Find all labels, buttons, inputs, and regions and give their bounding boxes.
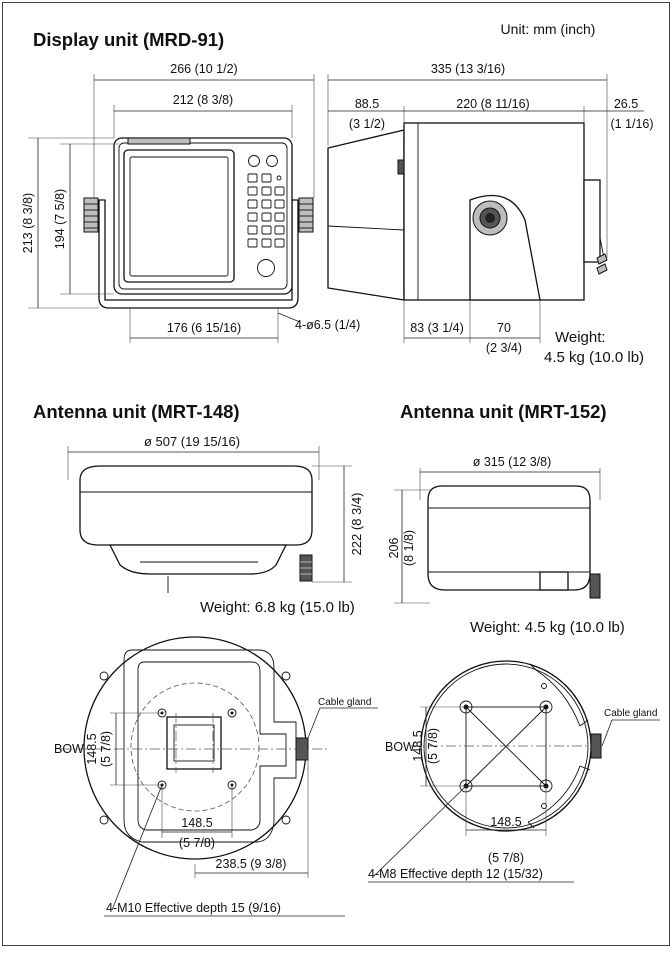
dim-height-outer: 213 (8 3/8) bbox=[21, 193, 35, 253]
antenna-148-bolt-spec: 4-M10 Effective depth 15 (9/16) bbox=[106, 901, 281, 915]
dim-bracket-b-b: (2 3/4) bbox=[486, 341, 522, 355]
antenna-152-bow: BOW bbox=[385, 740, 415, 754]
dim-holes: 4-ø6.5 (1/4) bbox=[295, 318, 360, 332]
antenna-148-height: 222 (8 3/4) bbox=[349, 493, 364, 556]
antenna-152-weight: Weight: 4.5 kg (10.0 lb) bbox=[470, 619, 625, 636]
dim-width-outer: 266 (10 1/2) bbox=[170, 62, 237, 76]
cable-gland-152 bbox=[589, 573, 601, 599]
antenna-152-height-b: (8 1/8) bbox=[402, 530, 416, 566]
antenna-148-h-dim-a: 148.5 bbox=[181, 816, 212, 830]
antenna-152-v-dim-a: 148.5 bbox=[411, 730, 425, 761]
antenna-152-h-dim-b: (5 7/8) bbox=[488, 851, 524, 865]
antenna-152-height-a: 206 bbox=[387, 538, 401, 559]
antenna-148-weight: Weight: 6.8 kg (15.0 lb) bbox=[200, 599, 355, 616]
display-front-view bbox=[28, 74, 315, 343]
antenna-152-bottom-view bbox=[368, 660, 660, 883]
antenna-152-diameter: ø 315 (12 3/8) bbox=[473, 455, 552, 469]
display-weight-label: Weight: bbox=[555, 329, 606, 346]
display-side-view bbox=[327, 74, 644, 343]
dim-base: 176 (6 15/16) bbox=[167, 321, 241, 335]
antenna-148-title: Antenna unit (MRT-148) bbox=[33, 401, 240, 422]
dim-depth-total: 335 (13 3/16) bbox=[431, 62, 505, 76]
antenna-148-v-dim-b: (5 7/8) bbox=[99, 731, 113, 767]
dim-front-b: (3 1/2) bbox=[349, 117, 385, 131]
antenna-148-bottom-view bbox=[60, 636, 378, 917]
right-knob bbox=[298, 197, 314, 233]
keypad bbox=[247, 155, 285, 277]
antenna-152-bolt-spec: 4-M8 Effective depth 12 (15/32) bbox=[368, 867, 543, 881]
side-hood bbox=[327, 129, 405, 301]
display-weight-value: 4.5 kg (10.0 lb) bbox=[544, 349, 644, 366]
display-screen bbox=[129, 156, 229, 277]
unit-note: Unit: mm (inch) bbox=[501, 21, 596, 37]
antenna-148-bow: BOW bbox=[54, 742, 84, 756]
antenna-152-v-dim-b: (5 7/8) bbox=[426, 728, 440, 764]
antenna-152-cable-gland: Cable gland bbox=[604, 708, 657, 719]
antenna-152-side-view bbox=[394, 468, 601, 604]
antenna-148-h-dim-b: (5 7/8) bbox=[179, 836, 215, 850]
antenna-152-title: Antenna unit (MRT-152) bbox=[400, 401, 607, 422]
left-knob bbox=[83, 197, 99, 233]
dim-bracket-b-a: 70 bbox=[497, 321, 511, 335]
dim-front-a: 88.5 bbox=[355, 97, 379, 111]
antenna-148-side-view bbox=[67, 446, 352, 593]
antenna-152-h-dim-a: 148.5 bbox=[490, 815, 521, 829]
antenna-148-offset: 238.5 (9 3/8) bbox=[216, 857, 287, 871]
radome bbox=[79, 465, 313, 546]
dim-height-inner: 194 (7 5/8) bbox=[53, 189, 67, 249]
antenna-148-v-dim-a: 148.5 bbox=[85, 733, 99, 764]
antenna-148-cable-gland: Cable gland bbox=[318, 697, 371, 708]
dim-rear-b: (1 1/16) bbox=[610, 117, 653, 131]
antenna-148-diameter: ø 507 (19 15/16) bbox=[144, 434, 240, 449]
dim-bracket-a: 83 (3 1/4) bbox=[410, 321, 464, 335]
display-unit-title: Display unit (MRD-91) bbox=[33, 29, 224, 50]
dim-width-inner: 212 (8 3/8) bbox=[173, 93, 233, 107]
dim-depth-mid: 220 (8 11/16) bbox=[456, 97, 529, 111]
dim-rear-a: 26.5 bbox=[614, 97, 638, 111]
